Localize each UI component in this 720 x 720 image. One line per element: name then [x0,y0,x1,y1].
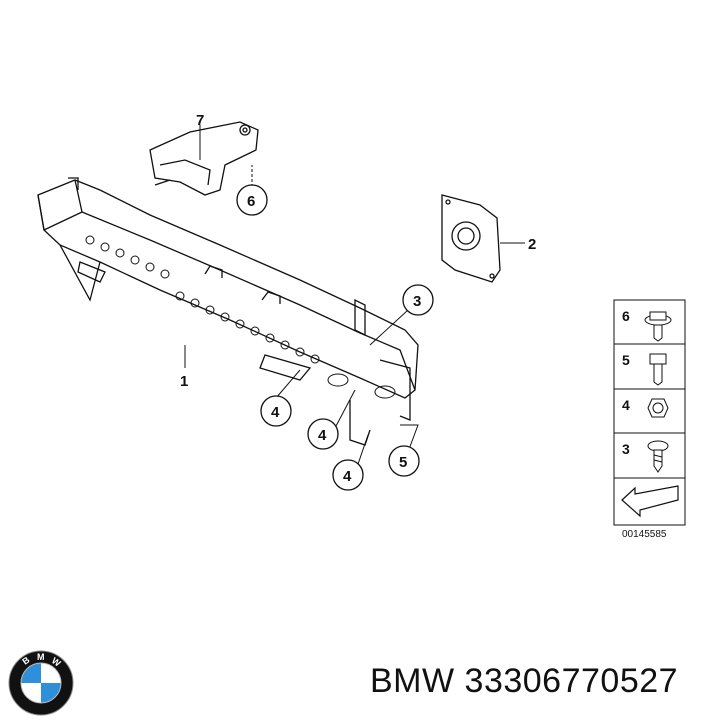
callout-2: 2 [528,236,536,253]
legend-item-3: 3 [622,440,669,473]
svg-text:6: 6 [622,308,630,324]
svg-text:6: 6 [247,193,255,210]
diagram-code: 00145585 [622,529,667,540]
part-title: BMW 33306770527 [370,662,678,701]
hex-nut-icon [647,398,669,418]
brand-name: BMW [370,662,455,700]
svg-text:5: 5 [399,454,407,471]
legend-item-6: 6 [622,308,672,342]
svg-text:4: 4 [271,404,280,421]
svg-text:2: 2 [528,236,536,253]
svg-text:5: 5 [622,352,630,368]
callout-1: 1 [180,373,188,390]
callout-7: 7 [196,112,204,129]
svg-text:M: M [37,652,45,662]
svg-text:B: B [20,654,31,666]
svg-text:4: 4 [318,427,327,444]
callout-6: 6 [236,184,268,216]
hex-bolt-icon [649,353,667,386]
legend-item-5: 5 [622,352,667,386]
callout-3: 3 [402,284,434,316]
svg-text:3: 3 [413,293,421,310]
hardware-legend: 6 5 4 3 [613,299,686,526]
legend-item-4: 4 [622,397,669,418]
callout-4b: 4 [307,418,339,450]
leader-lines [184,125,525,468]
mounting-plate [441,194,501,283]
callout-4a: 4 [260,395,292,427]
carrier-holes [85,235,396,399]
direction-arrow-icon [621,485,679,518]
callout-4c: 4 [332,459,364,491]
part-number: 33306770527 [464,662,679,700]
bumper-carrier [37,177,419,446]
svg-text:1: 1 [180,373,188,390]
svg-text:7: 7 [196,112,204,129]
callout-5: 5 [388,445,420,477]
svg-text:4: 4 [622,397,630,413]
svg-text:3: 3 [622,441,630,457]
bracket-part [149,121,259,196]
self-tapping-screw-icon [647,440,669,473]
bmw-logo: B M W [8,650,74,716]
flange-bolt-icon [644,311,672,342]
svg-text:4: 4 [343,468,352,485]
